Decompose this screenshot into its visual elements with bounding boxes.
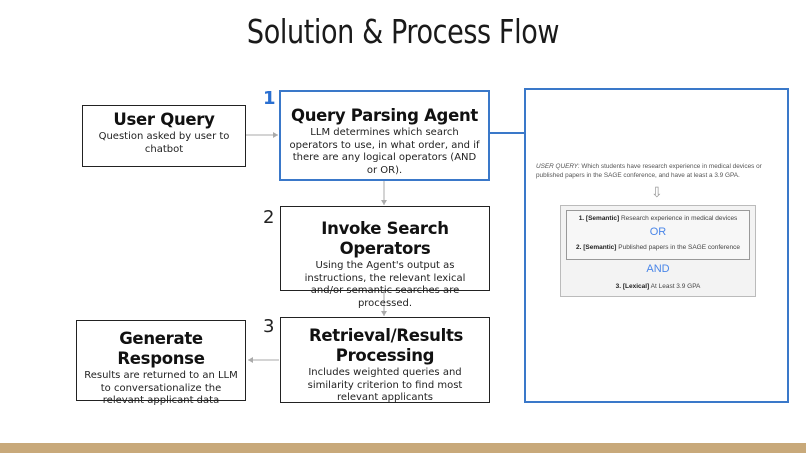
step-number-1: 1 — [263, 88, 276, 109]
query-parsing-desc: LLM determines which search operators to… — [289, 127, 480, 176]
or-operator: OR — [649, 226, 667, 238]
query-parsing-heading: Query Parsing Agent — [290, 106, 478, 125]
operator-2-index: 2. — [575, 244, 582, 251]
step-number-3: 3 — [263, 316, 275, 337]
generate-response-box: Generate Response Results are returned t… — [76, 320, 246, 406]
user-query-label: USER QUERY: — [536, 163, 580, 170]
operator-3-text: At Least 3.9 GPA — [650, 283, 701, 290]
user-query-heading: User Query — [113, 110, 215, 129]
page-title: Solution & Process Flow — [246, 12, 560, 51]
step-number-2: 2 — [263, 207, 275, 228]
example-panel: USER QUERY: Which students have research… — [524, 88, 789, 403]
operator-3-type: [Lexical] — [622, 283, 650, 290]
operator-1-index: 1. — [578, 215, 585, 222]
operator-2-type: [Semantic] — [583, 244, 617, 251]
retrieval-desc: Includes weighted queries and similarity… — [307, 367, 463, 403]
invoke-search-heading: Invoke Search Operators — [321, 219, 449, 258]
query-parsing-agent-box: Query Parsing Agent LLM determines which… — [279, 90, 490, 181]
user-query-box: User Query Question asked by user to cha… — [82, 105, 246, 167]
invoke-search-desc: Using the Agent's output as instructions… — [304, 260, 466, 309]
user-query-text: Which students have research experience … — [536, 163, 762, 179]
generate-response-heading: Generate Response — [117, 329, 205, 368]
invoke-search-operators-box: Invoke Search Operators Using the Agent'… — [280, 206, 490, 309]
and-operator: AND — [646, 263, 670, 275]
retrieval-processing-box: Retrieval/Results Processing Includes we… — [280, 317, 490, 403]
arrowhead-parsing — [273, 132, 278, 138]
operator-2: 2. [Semantic] Published papers in the SA… — [567, 244, 749, 251]
operator-1-type: [Semantic] — [585, 215, 620, 222]
operator-2-text: Published papers in the SAGE conference — [618, 244, 741, 251]
retrieval-heading: Retrieval/Results Processing — [309, 326, 464, 365]
operator-1: 1. [Semantic] Research experience in med… — [567, 215, 749, 222]
generate-response-desc: Results are returned to an LLM to conver… — [84, 370, 238, 406]
or-group: 1. [Semantic] Research experience in med… — [566, 210, 750, 260]
down-arrow-icon: ⇩ — [651, 184, 663, 200]
operator-1-text: Research experience in medical devices — [620, 215, 738, 222]
footer-bar — [0, 443, 806, 453]
arrowhead-invoke — [381, 200, 387, 205]
operator-3: 3. [Lexical] At Least 3.9 GPA — [561, 283, 755, 290]
example-user-query: USER QUERY: Which students have research… — [536, 162, 786, 180]
arrowhead-retrieval — [381, 311, 387, 316]
operator-3-index: 3. — [615, 283, 622, 290]
operator-breakdown: 1. [Semantic] Research experience in med… — [560, 205, 756, 297]
arrowhead-generate — [248, 357, 253, 363]
user-query-desc: Question asked by user to chatbot — [98, 131, 230, 155]
